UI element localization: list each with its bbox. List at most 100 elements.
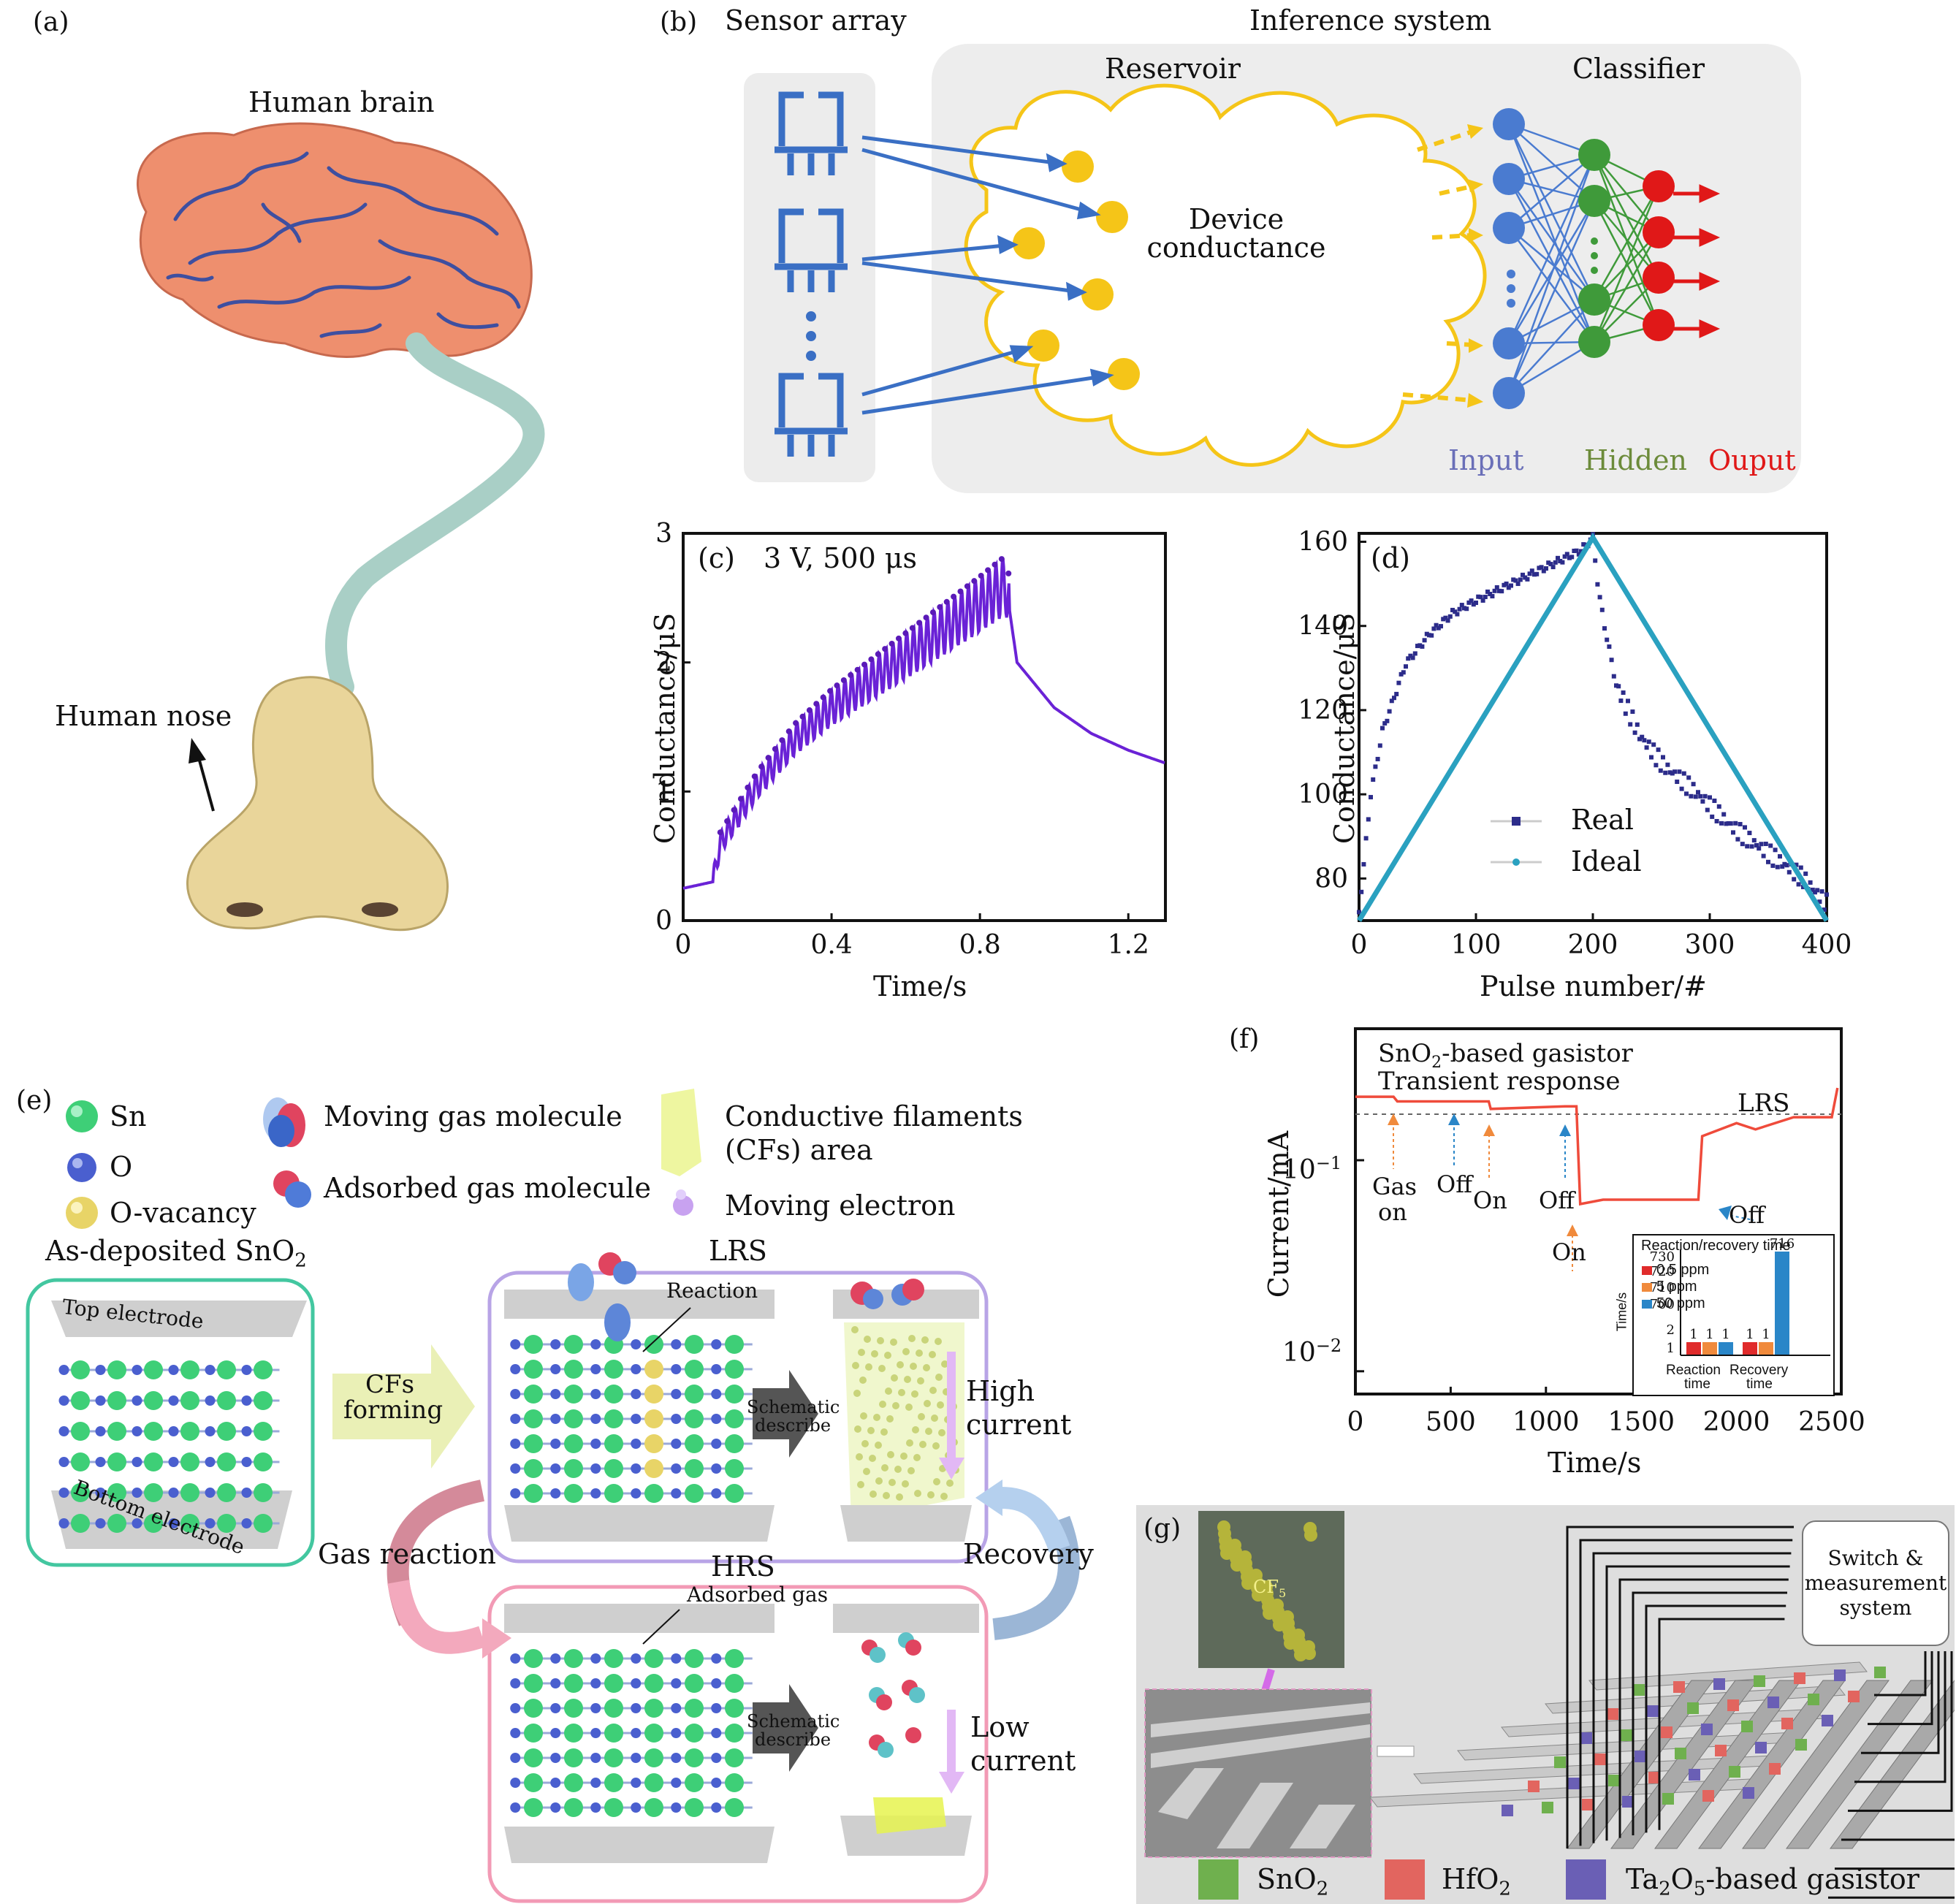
o-atom: [550, 1778, 561, 1788]
sn-atom: [604, 1773, 623, 1792]
cf-dot: [857, 1481, 864, 1488]
gasistor-cell: [1834, 1669, 1846, 1681]
real-point: [1798, 865, 1803, 870]
wire: [1605, 1565, 1790, 1841]
panel-e-graphics: [26, 1089, 1080, 1903]
o-atom: [711, 1389, 722, 1399]
data-point: [731, 807, 737, 813]
o-atom: [205, 1457, 216, 1467]
wire: [1841, 1838, 1955, 1841]
sn-atom: [604, 1459, 623, 1478]
nn-edge: [1508, 154, 1595, 229]
data-point: [957, 588, 964, 595]
sn-atom: [524, 1335, 543, 1354]
o-atom: [631, 1753, 642, 1763]
chart-d-legend-real: Real: [1571, 804, 1634, 836]
inset-ytick: 700: [1650, 1297, 1675, 1312]
crossbar-array: [1369, 1661, 1955, 1849]
real-point: [1382, 721, 1388, 726]
legend-ta2o5: Ta2O5-based gasistor: [1626, 1863, 1919, 1900]
real-point: [1609, 658, 1614, 663]
data-point: [868, 656, 875, 663]
panel-b: (b) Sensor array Inference system Device…: [643, 0, 1812, 497]
inset-bar-label: 1: [1689, 1327, 1697, 1342]
wire: [1868, 1651, 1933, 1726]
cf-area-icon: [661, 1089, 701, 1176]
reaction-molecules: [568, 1252, 636, 1341]
nose-icon: [186, 676, 449, 932]
gasistor-cell: [1621, 1729, 1632, 1741]
data-point: [943, 598, 950, 605]
o-atom: [550, 1802, 561, 1813]
real-point: [1658, 768, 1663, 773]
chart-c-ylabel: Conductance/μS: [649, 612, 681, 845]
real-point: [1792, 877, 1797, 882]
real-point: [1443, 615, 1448, 620]
input-node: [1493, 377, 1525, 409]
o-atom: [510, 1414, 521, 1424]
real-point: [1784, 863, 1789, 868]
o-atom: [510, 1463, 521, 1474]
real-point: [1436, 625, 1441, 631]
sn-atom: [564, 1699, 583, 1718]
gas-reaction-label: Gas reaction: [318, 1538, 496, 1570]
o-atom: [671, 1488, 682, 1499]
sn-atom: [524, 1459, 543, 1478]
real-point: [1474, 601, 1478, 606]
cf-dot: [869, 1490, 877, 1498]
output-node: [1643, 216, 1675, 248]
real-point: [1642, 738, 1647, 743]
sn-atom: [725, 1798, 744, 1817]
o-vacancy-atom: [644, 1385, 663, 1404]
wire: [1848, 1651, 1953, 1812]
sn-atom: [564, 1649, 583, 1668]
real-point: [1478, 595, 1483, 600]
low-current-2: current: [970, 1745, 1076, 1777]
real-point: [1686, 775, 1691, 780]
real-point: [1731, 830, 1735, 835]
gasistor-cell: [1795, 1739, 1807, 1751]
classifier-title: Classifier: [1572, 53, 1705, 85]
data-point: [820, 694, 826, 701]
cf-dot: [902, 1480, 909, 1488]
real-point: [1623, 711, 1628, 716]
x-tick-label: 500: [1426, 1407, 1476, 1437]
o-atom: [590, 1463, 601, 1474]
real-point: [1602, 626, 1607, 631]
o-atom: [510, 1488, 521, 1499]
real-point: [1371, 777, 1376, 782]
real-point: [1763, 841, 1768, 846]
hidden-node: [1578, 326, 1610, 358]
data-point: [717, 829, 723, 836]
cf-dot: [932, 1442, 940, 1450]
real-point: [1803, 871, 1808, 876]
sn-atom: [725, 1434, 744, 1453]
legend-ovac: O-vacancy: [110, 1197, 256, 1229]
inset-bar: [1719, 1342, 1733, 1355]
real-point: [1618, 698, 1624, 704]
sn-atom: [604, 1724, 623, 1743]
o-atom: [631, 1488, 642, 1499]
o-vacancy-atom: [644, 1459, 663, 1478]
o-atom: [510, 1753, 521, 1763]
gasistor-cell: [1767, 1697, 1779, 1708]
wire: [1828, 1896, 1955, 1899]
o-atom: [550, 1728, 561, 1738]
nn-edge: [1507, 154, 1596, 344]
real-point: [1635, 722, 1640, 727]
sn-atom: [524, 1674, 543, 1693]
o-atom: [631, 1703, 642, 1713]
data-point: [1005, 570, 1012, 576]
gasistor-cell: [1633, 1684, 1645, 1696]
sn-atom: [254, 1452, 273, 1471]
sn-atom: [71, 1514, 90, 1533]
wire: [1658, 1618, 1785, 1830]
real-point: [1415, 644, 1420, 649]
real-point: [1689, 793, 1694, 799]
gasistor-cell: [1582, 1799, 1594, 1810]
real-point: [1527, 571, 1532, 576]
o-atom: [590, 1678, 601, 1688]
gasistor-cell: [1743, 1787, 1754, 1799]
